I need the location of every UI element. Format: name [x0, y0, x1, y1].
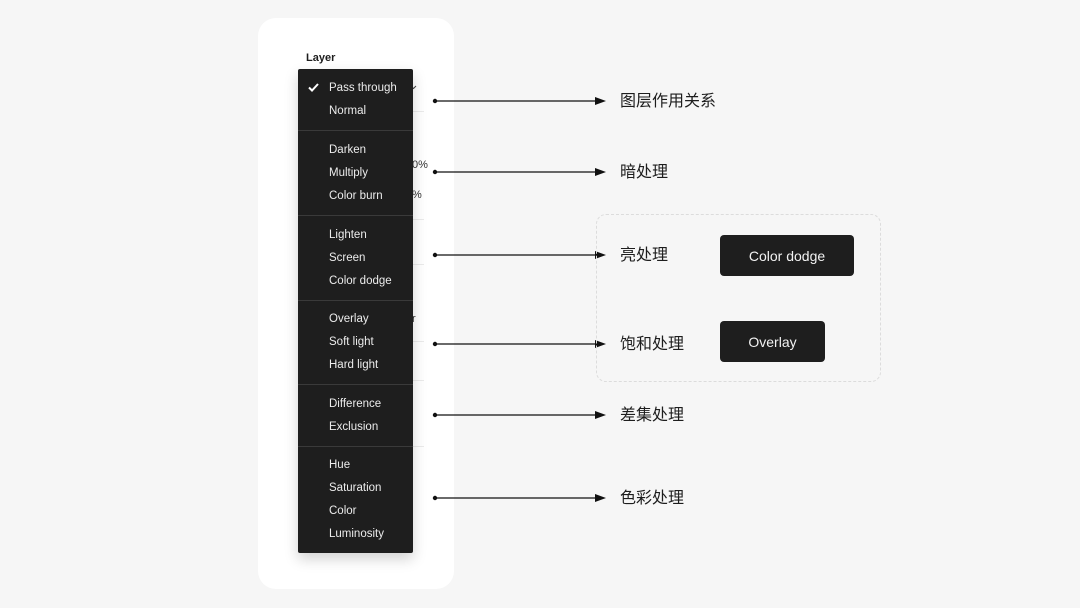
annotation-saturation: 饱和处理: [620, 334, 685, 353]
color-dodge-chip: Color dodge: [720, 235, 854, 276]
check-icon: [308, 83, 319, 92]
menu-item-multiply[interactable]: Multiply: [329, 167, 368, 179]
annotation-darken: 暗处理: [620, 162, 669, 181]
annotation-lighten: 亮处理: [620, 245, 669, 264]
annotation-difference: 差集处理: [620, 405, 685, 424]
menu-separator: [298, 384, 413, 385]
blend-mode-dropdown: Pass through Normal Darken Multiply Colo…: [298, 69, 413, 553]
menu-item-color[interactable]: Color: [329, 505, 357, 517]
menu-item-hard-light[interactable]: Hard light: [329, 359, 379, 371]
arrow-right-icon: [432, 411, 606, 419]
menu-item-color-dodge[interactable]: Color dodge: [329, 275, 392, 287]
example-highlight-box: [596, 214, 881, 382]
menu-item-saturation[interactable]: Saturation: [329, 482, 382, 494]
menu-item-pass-through[interactable]: Pass through: [329, 82, 397, 94]
menu-separator: [298, 130, 413, 131]
menu-separator: [298, 300, 413, 301]
menu-item-screen[interactable]: Screen: [329, 252, 366, 264]
menu-item-exclusion[interactable]: Exclusion: [329, 421, 379, 433]
menu-item-difference[interactable]: Difference: [329, 398, 382, 410]
arrow-right-icon: [432, 251, 606, 259]
menu-separator: [298, 446, 413, 447]
menu-item-lighten[interactable]: Lighten: [329, 229, 367, 241]
arrow-right-icon: [432, 494, 606, 502]
menu-item-luminosity[interactable]: Luminosity: [329, 528, 384, 540]
panel-title: Layer: [306, 52, 336, 64]
opacity-value-peek: 0%: [412, 159, 428, 171]
menu-item-darken[interactable]: Darken: [329, 144, 367, 156]
menu-item-overlay[interactable]: Overlay: [329, 313, 369, 325]
menu-separator: [298, 215, 413, 216]
annotation-layer-relation: 图层作用关系: [620, 91, 717, 110]
overlay-chip: Overlay: [720, 321, 825, 362]
menu-item-normal[interactable]: Normal: [329, 105, 367, 117]
arrow-right-icon: [432, 97, 606, 105]
menu-item-hue[interactable]: Hue: [329, 459, 351, 471]
fill-value-peek: %: [412, 189, 422, 201]
property-value-peek: r: [412, 313, 416, 325]
menu-item-color-burn[interactable]: Color burn: [329, 190, 383, 202]
arrow-right-icon: [432, 340, 606, 348]
annotation-color: 色彩处理: [620, 488, 685, 507]
menu-item-soft-light[interactable]: Soft light: [329, 336, 374, 348]
arrow-right-icon: [432, 168, 606, 176]
